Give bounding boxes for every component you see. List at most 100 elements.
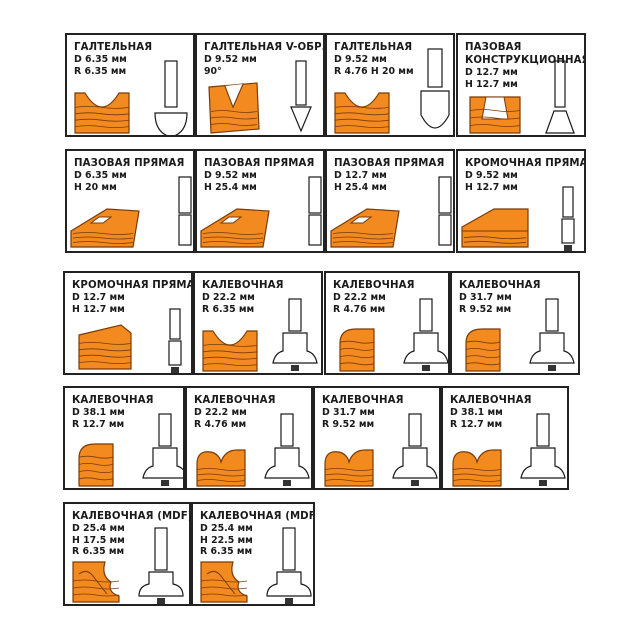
bit-type-title: ПАЗОВАЯ ПРЯМАЯ	[204, 158, 315, 169]
bit-spec: D 38.1 мм	[72, 407, 125, 418]
router-bit-icon	[392, 413, 438, 486]
bit-illustration	[200, 527, 312, 604]
bit-type-title: ГАЛТЕЛЬНАЯ V-ОБР.	[204, 42, 325, 53]
bit-spec: D 9.52 мм	[334, 54, 387, 65]
bit-spec: R 4.76 мм	[194, 418, 247, 430]
router-bit-icon	[545, 60, 575, 134]
router-bit-icon	[264, 413, 310, 486]
bit-spec: D 9.52 мм	[204, 170, 257, 181]
router-bit-icon	[438, 176, 452, 246]
bit-type-title: ГАЛТЕЛЬНАЯ	[334, 42, 413, 53]
bit-illustration	[330, 176, 452, 248]
router-bit-icon	[520, 413, 566, 486]
bit-spec: R 9.52 мм	[322, 418, 375, 430]
wood-profile-illustration	[469, 96, 521, 134]
bit-spec: R 6.35 мм	[72, 546, 125, 558]
bit-illustration	[469, 60, 575, 134]
bit-spec: R 9.52 мм	[459, 303, 512, 315]
bit-spec: R 12.7 мм	[450, 418, 503, 430]
wood-profile-illustration	[196, 449, 246, 487]
wood-profile-illustration	[70, 208, 140, 248]
bit-type-title: КАЛЕВОЧНАЯ	[322, 395, 404, 406]
bit-illustration	[196, 413, 310, 487]
router-bit-icon	[138, 527, 184, 604]
bit-illustration	[452, 413, 566, 487]
bit-spec: H 22.5 мм	[200, 534, 253, 546]
bit-spec: D 12.7 мм	[72, 292, 125, 303]
bit-spec: R 4.76 мм	[333, 303, 386, 315]
bit-spec: H 20 мм	[74, 181, 117, 193]
bit-illustration	[78, 413, 183, 487]
wood-profile-illustration	[200, 561, 248, 603]
wood-profile-illustration	[78, 443, 114, 487]
bit-spec: D 12.7 мм	[334, 170, 387, 181]
bit-spec: D 31.7 мм	[459, 292, 512, 303]
bit-spec: H 12.7 мм	[465, 181, 518, 193]
bit-type-title: КАЛЕВОЧНАЯ	[202, 280, 284, 291]
bit-illustration	[461, 186, 575, 251]
router-bit-icon	[403, 298, 448, 371]
bit-illustration	[208, 60, 312, 134]
bit-illustration	[78, 308, 182, 373]
bit-type-title: ГАЛТЕЛЬНАЯ	[74, 42, 153, 53]
bit-spec: H 25.4 мм	[334, 181, 387, 193]
bit-type-title: ПАЗОВАЯ ПРЯМАЯ	[334, 158, 445, 169]
bit-illustration	[324, 413, 438, 487]
bit-spec: 90°	[204, 65, 222, 77]
bit-spec: D 25.4 мм	[200, 523, 253, 534]
bit-illustration	[334, 48, 450, 134]
bit-type-title: КРОМОЧНАЯ ПРЯМАЯ	[465, 158, 586, 169]
bit-type-title: КАЛЕВОЧНАЯ	[450, 395, 532, 406]
wood-profile-illustration	[78, 324, 132, 370]
router-bit-icon	[178, 176, 192, 246]
wood-profile-illustration	[200, 208, 270, 248]
bit-type-title: КАЛЕВОЧНАЯ	[194, 395, 276, 406]
bit-spec: D 22.2 мм	[194, 407, 247, 418]
bit-spec: H 12.7 мм	[72, 303, 125, 315]
bit-spec: R 4.76 H 20 мм	[334, 65, 414, 77]
bit-type-title: КАЛЕВОЧНАЯ (MDF)	[72, 511, 191, 522]
bit-type-title: КАЛЕВОЧНАЯ	[333, 280, 415, 291]
wood-profile-illustration	[202, 330, 258, 372]
bit-spec: R 6.35 мм	[200, 546, 253, 558]
wood-profile-illustration	[452, 449, 502, 487]
wood-profile-illustration	[208, 82, 260, 134]
bit-spec: H 25.4 мм	[204, 181, 257, 193]
bit-illustration	[72, 527, 184, 604]
router-bit-icon	[561, 186, 575, 251]
wood-profile-illustration	[461, 208, 529, 248]
bit-spec: R 6.35 мм	[74, 65, 127, 77]
bit-spec: D 22.2 мм	[333, 292, 386, 303]
bit-spec: D 6.35 мм	[74, 54, 127, 65]
bit-illustration	[339, 298, 448, 372]
